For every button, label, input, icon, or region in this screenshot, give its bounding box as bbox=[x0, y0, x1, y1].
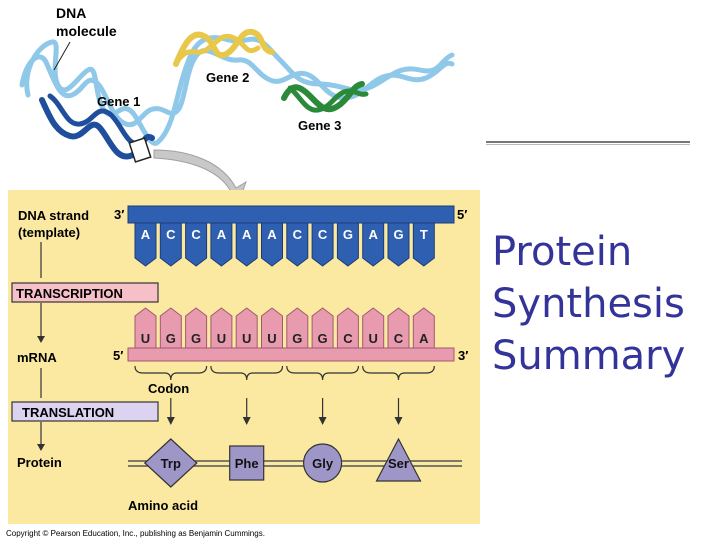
mrna-base-letter: A bbox=[419, 331, 429, 346]
dna-base-block bbox=[159, 222, 182, 267]
codon-arrowhead bbox=[318, 417, 327, 425]
mrna-base-letter: U bbox=[141, 331, 150, 346]
title-line-3: Summary bbox=[492, 333, 686, 379]
dna-base-block bbox=[210, 222, 233, 267]
title-rule-shadow bbox=[486, 144, 690, 145]
dna-molecule-illustration: DNA molecule Gene 1 Gene 2 Gene 3 bbox=[19, 5, 455, 205]
flow-arrowhead-4 bbox=[37, 444, 45, 451]
highlight-box bbox=[128, 137, 152, 163]
template-5-prime: 5′ bbox=[457, 207, 467, 222]
codon-arrowhead bbox=[394, 417, 403, 425]
dna-base-block bbox=[185, 222, 208, 267]
mrna-base-letter: U bbox=[242, 331, 251, 346]
gene-2-segment-2 bbox=[177, 33, 261, 61]
codon-brace bbox=[362, 365, 435, 381]
title-rule bbox=[486, 141, 690, 143]
mrna-base-letter: G bbox=[318, 331, 328, 346]
dna-base-letter: C bbox=[191, 227, 201, 242]
dna-base-block bbox=[235, 222, 258, 267]
mrna-base-letter: U bbox=[369, 331, 378, 346]
gene-3-segment-2 bbox=[287, 85, 369, 113]
amino-acid-label: Amino acid bbox=[128, 498, 198, 513]
codon-arrowhead bbox=[166, 417, 175, 425]
amino-acid-name: Ser bbox=[388, 456, 409, 471]
dna-strand-label: DNA strand (template) bbox=[18, 208, 93, 240]
amino-acid-name: Gly bbox=[312, 456, 334, 471]
mrna-base-letter: C bbox=[394, 331, 404, 346]
mrna-base-letter: G bbox=[191, 331, 201, 346]
title-line-1: Protein bbox=[492, 229, 633, 275]
title-line-2: Synthesis bbox=[492, 281, 685, 327]
gene-3-label: Gene 3 bbox=[298, 118, 341, 133]
dna-template-backbone bbox=[127, 205, 455, 224]
dna-base-block bbox=[134, 222, 157, 267]
dna-strand-light-front bbox=[19, 48, 455, 128]
amino-acid-name: Phe bbox=[235, 456, 259, 471]
dna-base-letter: C bbox=[166, 227, 176, 242]
dna-base-letter: C bbox=[293, 227, 303, 242]
dna-base-letter: C bbox=[318, 227, 328, 242]
dna-base-letter: G bbox=[393, 227, 403, 242]
amino-acid-square bbox=[229, 445, 265, 481]
amino-acid-triangle bbox=[375, 437, 422, 482]
mrna-row-label: mRNA bbox=[17, 350, 57, 365]
dna-base-block bbox=[362, 222, 385, 267]
dna-base-letter: A bbox=[369, 227, 379, 242]
codon-groups bbox=[134, 365, 435, 425]
mrna-base-letter: U bbox=[267, 331, 276, 346]
mrna-base-letter: G bbox=[166, 331, 176, 346]
dna-base-letter: A bbox=[141, 227, 151, 242]
translation-box bbox=[11, 401, 159, 422]
amino-acid-diamond bbox=[143, 438, 198, 488]
codon-brace bbox=[134, 365, 208, 381]
dna-base-block bbox=[412, 222, 435, 267]
gene-1-label: Gene 1 bbox=[97, 94, 140, 109]
copyright-notice: Copyright © Pearson Education, Inc., pub… bbox=[6, 529, 265, 538]
mrna-3-prime: 3′ bbox=[458, 348, 468, 363]
dna-base-letter: A bbox=[242, 227, 252, 242]
codon-arrowhead bbox=[242, 417, 251, 425]
template-3-prime: 3′ bbox=[114, 207, 124, 222]
mrna-backbone bbox=[127, 347, 455, 362]
dna-base-letter: A bbox=[217, 227, 227, 242]
dna-base-letter: T bbox=[420, 227, 428, 242]
dna-base-block bbox=[311, 222, 334, 267]
amino-acid-chain: Trp Phe Gly Ser bbox=[143, 437, 422, 488]
codon-label: Codon bbox=[148, 381, 189, 396]
gene-2-segment bbox=[173, 28, 275, 67]
gene-1-segment-2 bbox=[47, 93, 143, 147]
dna-molecule-label: DNA molecule bbox=[56, 5, 117, 39]
mrna-base-letter: C bbox=[343, 331, 353, 346]
dna-base-block bbox=[261, 222, 283, 267]
dna-base-block bbox=[387, 222, 410, 267]
slide-title: Protein Synthesis Summary bbox=[492, 226, 722, 382]
protein-row-label: Protein bbox=[17, 455, 62, 470]
transcription-box bbox=[11, 282, 159, 303]
flow-arrowhead-2 bbox=[37, 336, 45, 343]
codon-brace bbox=[210, 365, 284, 381]
dna-molecule-pointer bbox=[53, 41, 71, 71]
dna-base-letter: G bbox=[343, 227, 353, 242]
mrna-base-letter: G bbox=[292, 331, 302, 346]
amino-acid-circle bbox=[303, 443, 343, 483]
transcription-label: TRANSCRIPTION bbox=[16, 286, 123, 301]
dna-base-block bbox=[336, 222, 359, 267]
dna-base-letter: A bbox=[267, 227, 277, 242]
mrna-5-prime: 5′ bbox=[113, 348, 123, 363]
translation-label: TRANSLATION bbox=[22, 405, 114, 420]
gene-2-label: Gene 2 bbox=[206, 70, 249, 85]
codon-brace bbox=[286, 365, 359, 381]
dna-base-block bbox=[286, 222, 309, 267]
mrna-base-letter: U bbox=[217, 331, 226, 346]
amino-acid-name: Trp bbox=[161, 456, 181, 471]
